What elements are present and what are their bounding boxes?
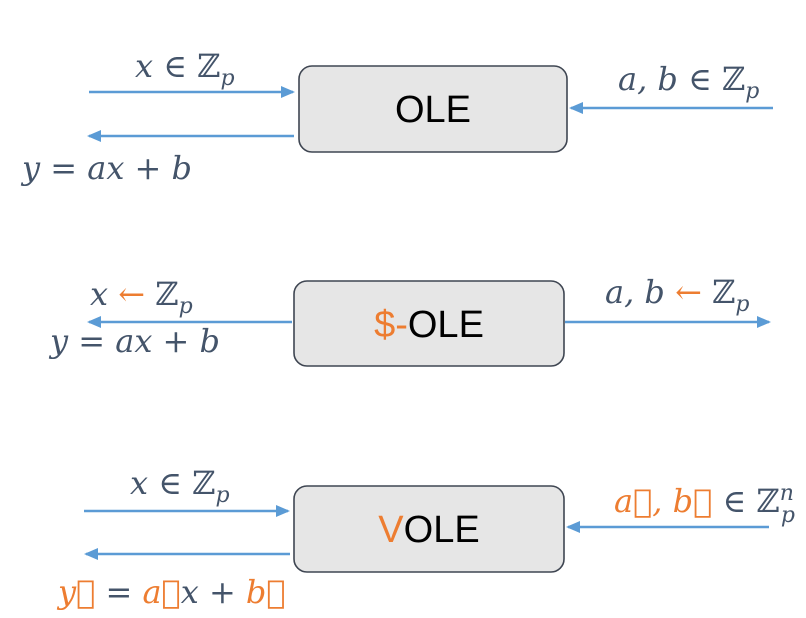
panel-ole: OLE x ∈ ℤp y = ax + b a, b ∈ ℤp [20, 47, 773, 187]
vole-box [293, 485, 565, 573]
ole-left-output-label: y = ax + b [20, 149, 192, 187]
random-ole-box [293, 280, 565, 367]
vole-left-input-label: x ∈ ℤp [130, 464, 230, 508]
random-ole-left-x-label: x ← ℤp [90, 275, 193, 319]
vole-box-label: VOLE [378, 509, 479, 551]
random-ole-right-label: a, b ← ℤp [605, 273, 750, 317]
ole-left-input-label: x ∈ ℤp [135, 47, 235, 91]
vole-left-output-label: y⃗ = a⃗x + b⃗ [56, 573, 286, 611]
random-ole-left-y-label: y = ax + b [48, 322, 220, 360]
panel-random-ole: $-OLE x ← ℤp y = ax + b a, b ← ℤp [48, 273, 771, 367]
ole-box [298, 65, 568, 153]
ole-box-label: OLE [395, 89, 471, 131]
ole-right-input-label: a, b ∈ ℤp [618, 60, 759, 104]
random-ole-box-label: $-OLE [374, 304, 484, 346]
